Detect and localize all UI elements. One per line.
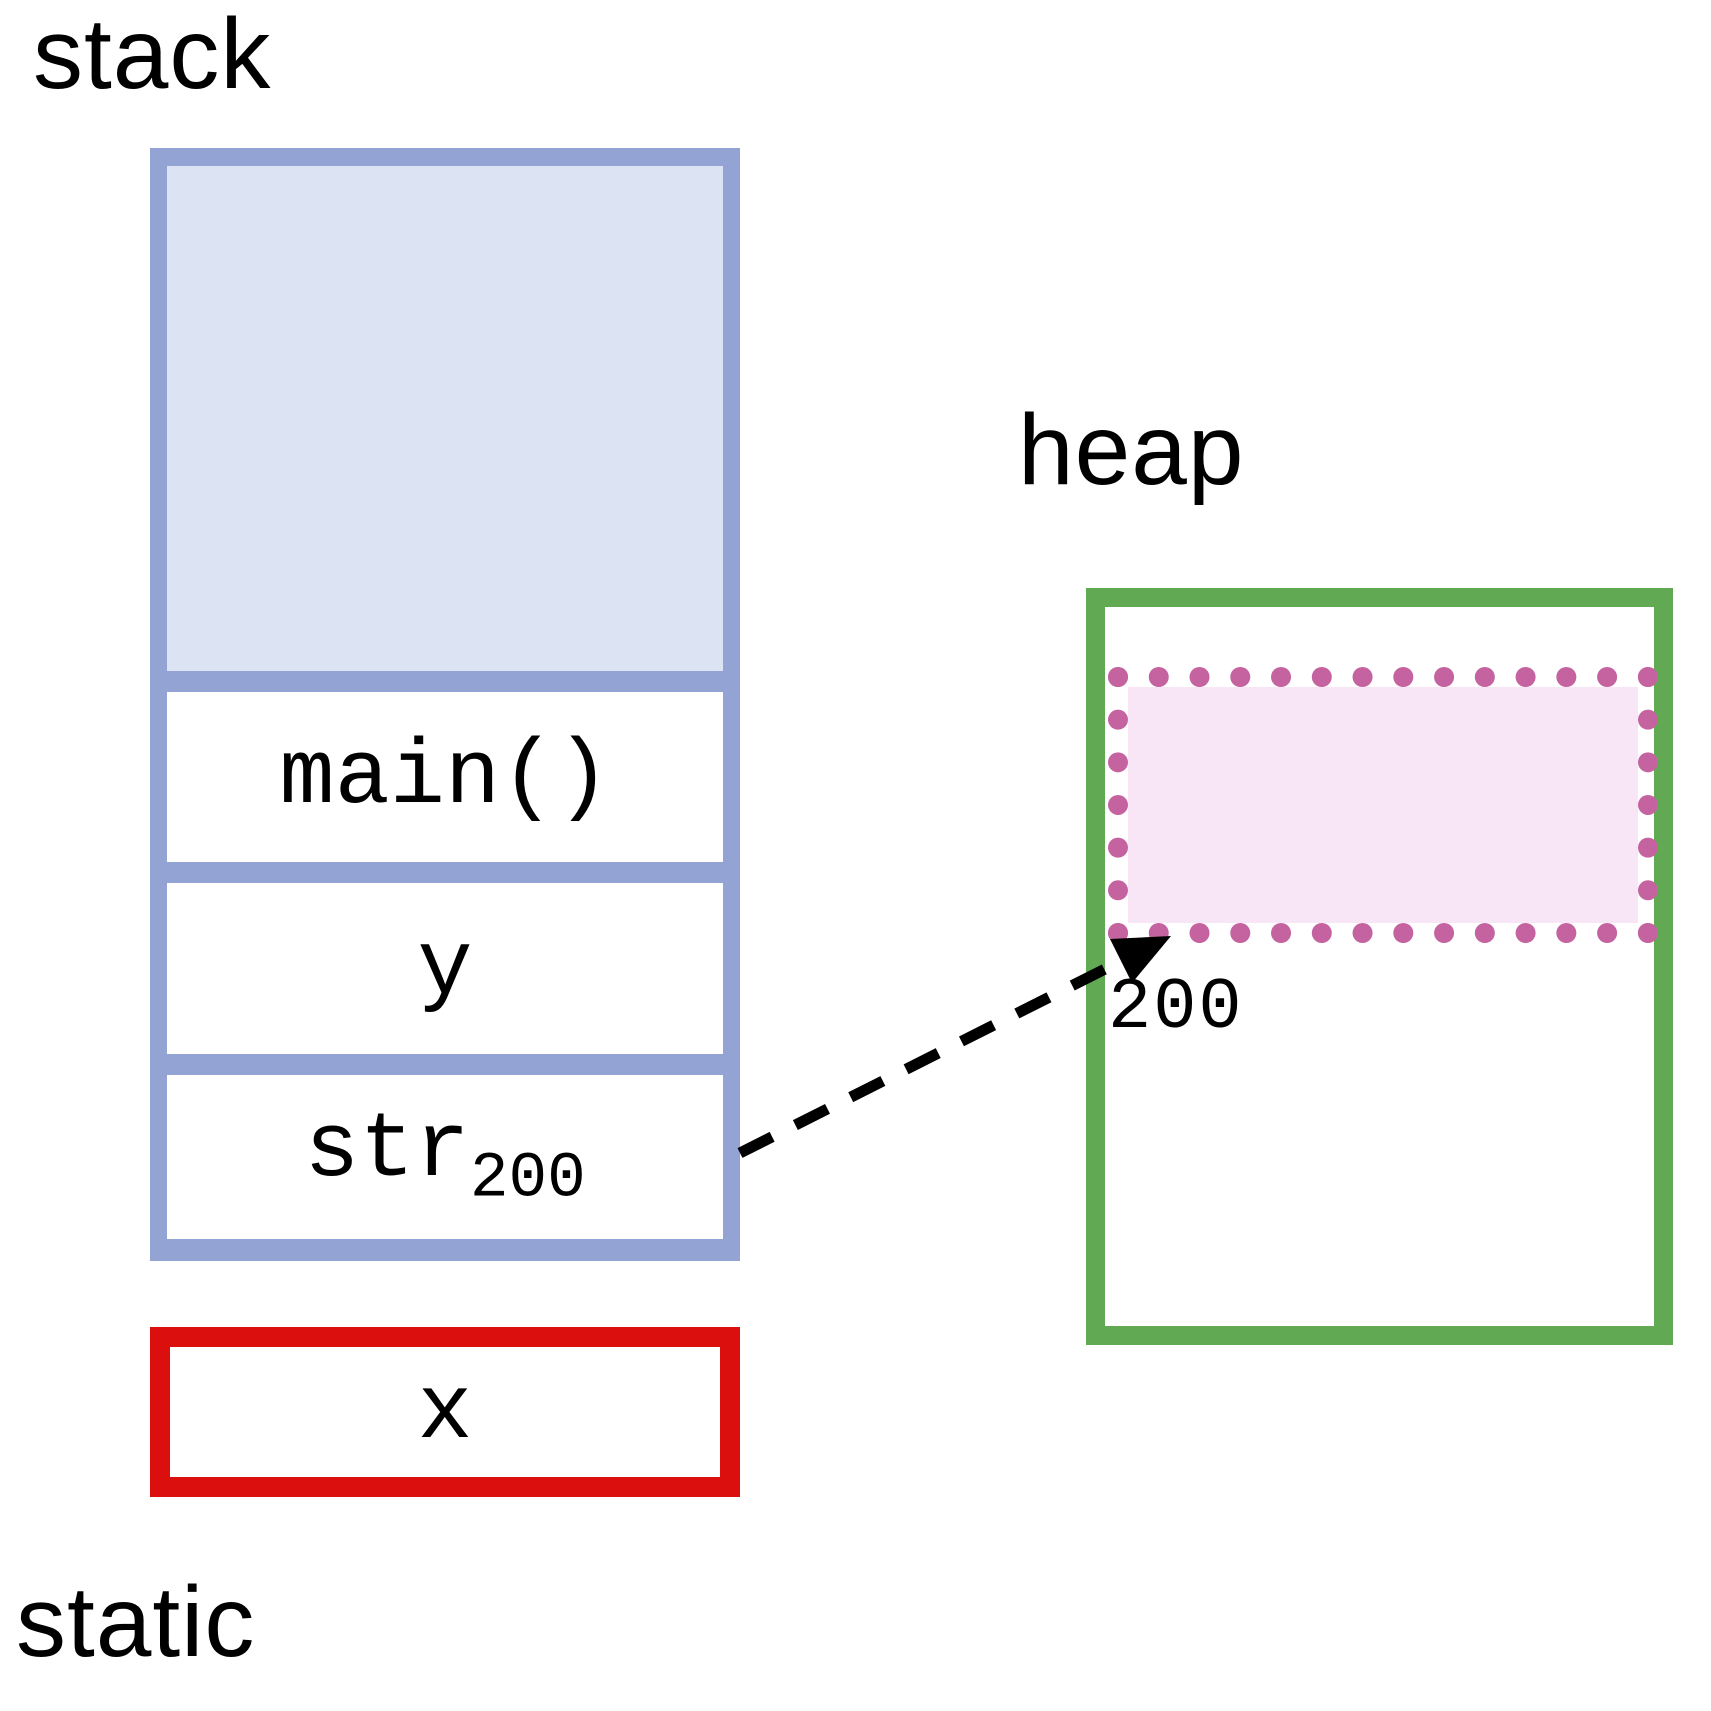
stack-frame-str: str200	[167, 1075, 723, 1239]
stack-frame-divider	[167, 1054, 723, 1075]
stack-label: stack	[33, 0, 272, 110]
stack-frame-y: y	[167, 883, 723, 1054]
stack-region-box: main() y str200	[150, 148, 740, 1261]
stack-frame-divider	[167, 671, 723, 692]
str-base-text: str	[304, 1098, 470, 1204]
stack-free-space	[167, 166, 723, 671]
stack-frame-main-label: main()	[279, 724, 611, 830]
stack-frame-str-label: str200	[304, 1098, 586, 1216]
static-variable-label: x	[417, 1359, 473, 1465]
pointer-arrow-shaft	[737, 956, 1124, 1158]
heap-label: heap	[1018, 394, 1245, 506]
stack-frame-divider	[167, 862, 723, 883]
stack-frame-y-label: y	[417, 916, 473, 1021]
static-label: static	[16, 1566, 256, 1678]
stack-frame-main: main()	[167, 692, 723, 862]
heap-allocation-size-label: 200	[1108, 967, 1244, 1049]
static-variable-box: x	[150, 1327, 740, 1497]
str-subscript-text: 200	[469, 1142, 586, 1216]
heap-allocation-box	[1108, 667, 1658, 943]
